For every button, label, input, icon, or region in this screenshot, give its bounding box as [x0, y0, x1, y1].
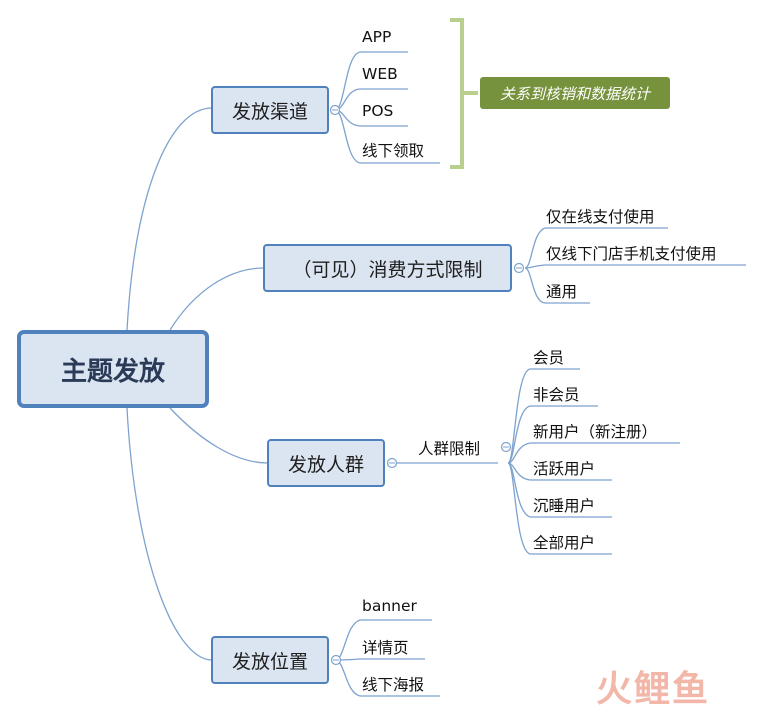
root-topic[interactable]: 主题发放: [17, 330, 209, 408]
leaf-all-users[interactable]: 全部用户: [533, 534, 596, 552]
note-bracket: [450, 18, 478, 169]
leaf-pos[interactable]: POS: [362, 102, 394, 120]
leaf-detail-page[interactable]: 详情页: [362, 639, 409, 657]
leaf-universal[interactable]: 通用: [546, 283, 578, 301]
connector-channel-offline: [334, 109, 361, 164]
audience-restriction-label[interactable]: 人群限制: [418, 440, 481, 458]
connector-channel-app: [334, 51, 361, 111]
connector-root-channel: [126, 107, 213, 331]
watermark-logo: 火鲤鱼: [596, 669, 711, 710]
branch-channel[interactable]: 发放渠道: [211, 86, 329, 134]
leaf-banner[interactable]: banner: [362, 597, 417, 615]
leaf-dormant-user[interactable]: 沉睡用户: [533, 497, 596, 515]
branch-audience[interactable]: 发放人群: [267, 439, 385, 487]
branch-payment-restriction[interactable]: （可见）消费方式限制: [263, 244, 512, 292]
leaf-active-user[interactable]: 活跃用户: [533, 460, 596, 478]
leaf-offline-poster[interactable]: 线下海报: [362, 676, 425, 694]
leaf-online-only[interactable]: 仅在线支付使用: [546, 208, 655, 226]
channel-note[interactable]: 关系到核销和数据统计: [480, 77, 670, 109]
leaf-member[interactable]: 会员: [533, 349, 565, 367]
leaf-non-member[interactable]: 非会员: [533, 386, 580, 404]
leaf-app[interactable]: APP: [362, 28, 392, 46]
leaf-offline-pickup[interactable]: 线下领取: [362, 142, 425, 160]
connector-root-payment: [169, 267, 265, 331]
connector-pay-online: [524, 227, 546, 269]
leaf-new-user[interactable]: 新用户（新注册）: [533, 423, 658, 441]
connector-root-audience: [169, 407, 269, 464]
branch-position[interactable]: 发放位置: [211, 636, 329, 684]
connector-root-position: [126, 407, 213, 661]
connector-pay-common: [524, 267, 546, 304]
leaf-web[interactable]: WEB: [362, 65, 398, 83]
leaf-offline-mobile-only[interactable]: 仅线下门店手机支付使用: [546, 245, 717, 263]
